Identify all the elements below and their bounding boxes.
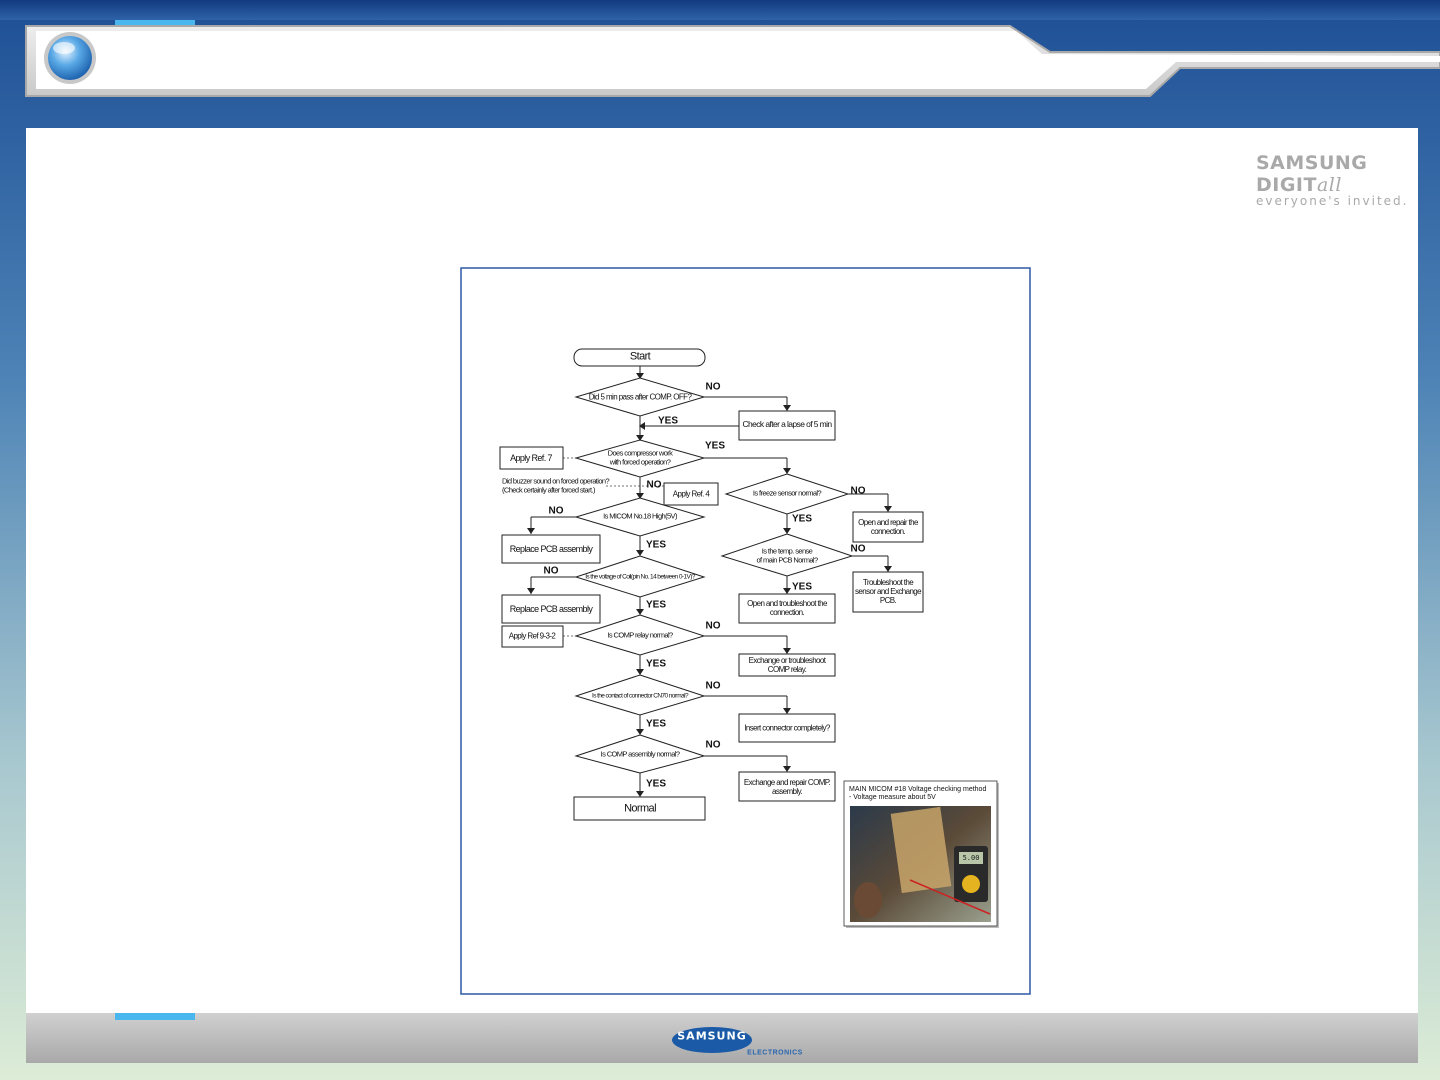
q-contact-label: Is the contact of connector CN70 normal?	[592, 692, 689, 700]
start-label: Start	[629, 350, 651, 363]
digitall-line2: everyone's invited.	[1256, 194, 1409, 208]
samsung-digitall-logo: SAMSUNG DIGITall everyone's invited.	[1256, 152, 1416, 208]
footer-logo-text: SAMSUNG	[677, 1029, 747, 1043]
no-label-relay: NO	[705, 620, 721, 632]
box-replace-pcb-1	[501, 534, 601, 564]
decision-comp-forced	[574, 439, 706, 478]
box-replace-pcb-2	[501, 594, 601, 624]
box-apply-ref7	[499, 446, 564, 470]
apply-ref4-label: Apply Ref. 4	[672, 489, 710, 499]
decision-comp-assembly	[574, 734, 706, 774]
yes-label-contact: YES	[645, 718, 667, 730]
yes-label-five-min: YES	[657, 415, 679, 427]
no-label-micom: NO	[548, 505, 564, 517]
q-five-min-label: Did 5 min pass after COMP. OFF?	[588, 392, 692, 402]
box-apply-ref4	[663, 482, 719, 506]
footer-logo-sub: ELECTRONICS	[747, 1049, 803, 1057]
yes-label-relay: YES	[645, 658, 667, 670]
yes-label-temp-sense: YES	[791, 581, 813, 593]
yes-label-micom: YES	[645, 539, 667, 551]
yes-label-freeze-sensor: YES	[791, 513, 813, 525]
decision-micom	[574, 497, 706, 537]
apply-ref932-label: Apply Ref 9-3-2	[508, 631, 556, 641]
box-apply-ref932	[501, 625, 564, 648]
decision-voltage	[574, 555, 706, 598]
normal-label: Normal	[624, 802, 656, 815]
digitall-line1: SAMSUNG DIGITall	[1256, 152, 1368, 196]
yes-label-comp-forced: YES	[704, 440, 726, 452]
no-label-five-min: NO	[705, 381, 721, 393]
no-label-comp-assembly: NO	[705, 739, 721, 751]
q-voltage-label: Is the voltage of Coil(pin No. 14 betwee…	[585, 573, 695, 581]
no-label-voltage: NO	[543, 565, 559, 577]
box-insert-connector	[738, 713, 836, 743]
check-after-label: Check after a lapse of 5 min	[742, 419, 832, 430]
start-terminal	[573, 348, 706, 367]
decision-comp-relay	[574, 614, 706, 656]
meter-reading: 5.00	[962, 854, 980, 862]
q-relay-label: Is COMP relay normal?	[607, 630, 673, 640]
decision-five-min	[574, 377, 706, 417]
q-micom-label: Is MICOM No.18 High(5V)	[603, 511, 677, 521]
box-check-after-lapse	[738, 410, 836, 441]
photo-caption: MAIN MICOM #18 Voltage checking method -…	[849, 786, 987, 802]
box-exchange-relay	[738, 653, 836, 677]
box-troubleshoot-sensor	[852, 571, 924, 613]
box-open-repair	[852, 511, 924, 543]
q-comp-assembly-label: Is COMP assembly normal?	[600, 749, 680, 759]
no-label-temp-sense: NO	[850, 543, 866, 555]
decision-freeze-sensor	[724, 473, 850, 515]
box-exchange-comp	[738, 771, 836, 802]
buzzer-note: Did buzzer sound on forced operation?(Ch…	[502, 476, 610, 494]
decision-contact	[574, 674, 706, 716]
no-label-contact: NO	[705, 680, 721, 692]
apply-ref7-label: Apply Ref. 7	[510, 452, 552, 463]
yes-label-comp-assembly: YES	[645, 778, 667, 790]
normal-terminal	[573, 796, 706, 821]
replace-pcb-2-label: Replace PCB assembly	[509, 603, 593, 614]
replace-pcb-1-label: Replace PCB assembly	[509, 543, 593, 554]
insert-connector-label: Insert connector completely?	[744, 723, 830, 733]
no-label-comp-forced: NO	[646, 479, 662, 491]
samsung-footer-logo-icon	[672, 1027, 752, 1053]
q-freeze-sensor-label: Is freeze sensor normal?	[752, 488, 822, 498]
box-open-troubleshoot	[738, 593, 836, 624]
no-label-freeze-sensor: NO	[850, 485, 866, 497]
exchange-comp-label: Exchange and repair COMP.assembly.	[743, 777, 831, 796]
decision-temp-sense	[720, 533, 854, 577]
title-orb-icon	[48, 36, 92, 80]
yes-label-voltage: YES	[645, 599, 667, 611]
